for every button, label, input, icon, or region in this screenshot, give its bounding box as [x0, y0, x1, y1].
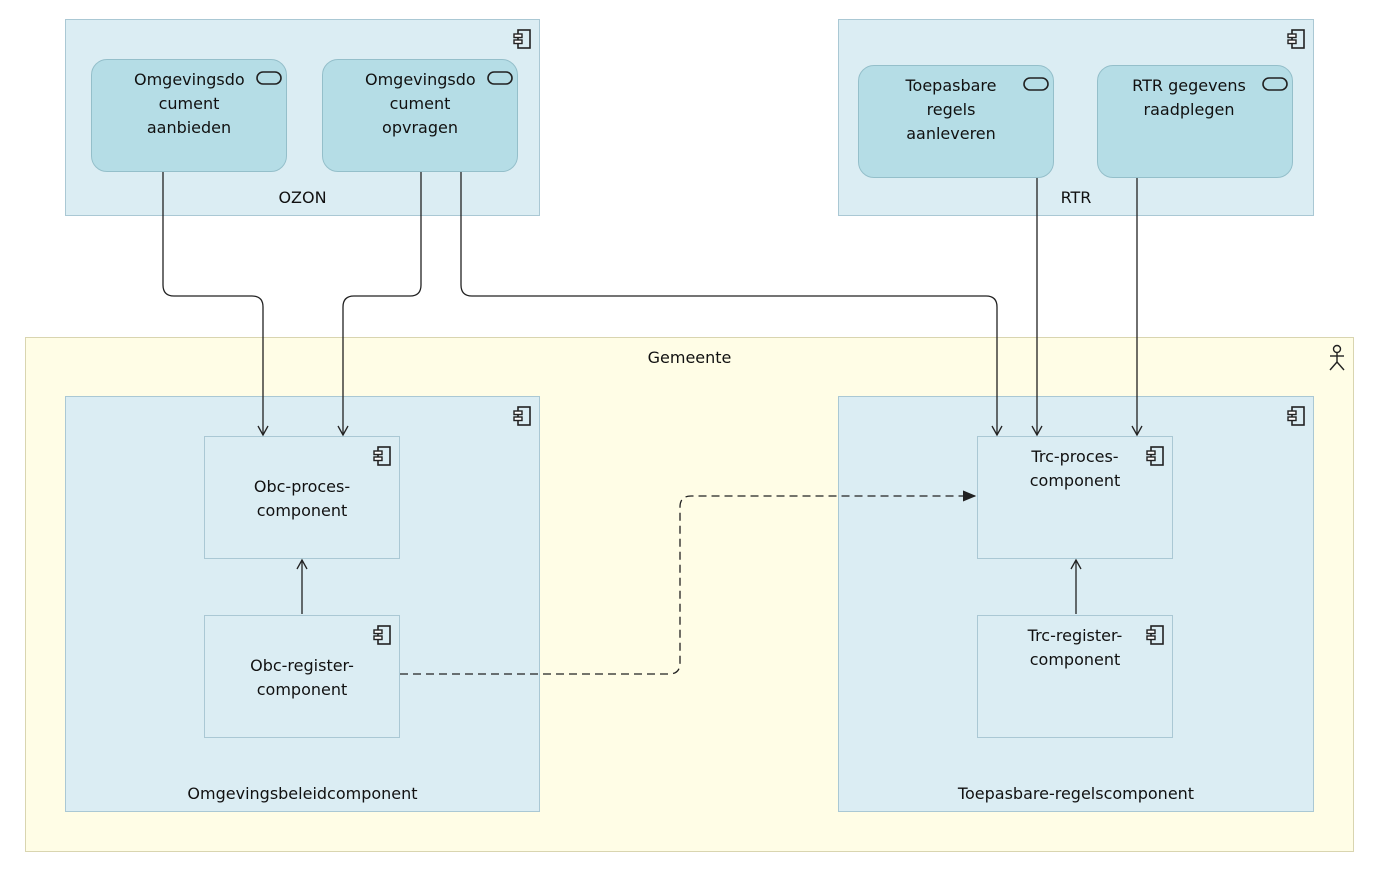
- toepasbare-regels-label: Toepasbare-regelscomponent: [957, 784, 1195, 803]
- trc-register-label: Trc-register- component: [1027, 626, 1123, 669]
- trc-proces-component[interactable]: Trc-proces- component: [977, 436, 1173, 559]
- rtr-label: RTR: [1060, 188, 1092, 207]
- service-rtr-gegevens-raadplegen[interactable]: RTR gegevens raadplegen: [1097, 65, 1293, 178]
- omgevingsbeleid-label: Omgevingsbeleidcomponent: [187, 784, 418, 803]
- obc-proces-label: Obc-proces- component: [253, 477, 351, 520]
- service-label: RTR gegevens raadplegen: [1132, 76, 1246, 119]
- serving-opvragen-to-obc-proces: [337, 172, 422, 437]
- service-label: Toepasbare regels aanleveren: [905, 76, 997, 143]
- obc-proces-component[interactable]: Obc-proces- component: [204, 436, 400, 559]
- obc-register-component[interactable]: Obc-register- component: [204, 615, 400, 738]
- service-omgevingsdocument-aanbieden[interactable]: Omgevingsdo cument aanbieden: [91, 59, 287, 172]
- serving-opvragen-to-trc-proces: [460, 172, 1003, 437]
- service-label: Omgevingsdo cument aanbieden: [134, 70, 245, 137]
- serving-aanbieden-to-obc-proces: [162, 172, 269, 437]
- service-label: Omgevingsdo cument opvragen: [365, 70, 476, 137]
- ozon-label: OZON: [278, 188, 327, 207]
- trc-proces-label: Trc-proces- component: [1029, 447, 1121, 490]
- trc-register-component[interactable]: Trc-register- component: [977, 615, 1173, 738]
- flow-obc-register-to-trc-proces: [400, 496, 975, 675]
- gemeente-label: Gemeente: [647, 348, 732, 367]
- service-omgevingsdocument-opvragen[interactable]: Omgevingsdo cument opvragen: [322, 59, 518, 172]
- obc-register-label: Obc-register- component: [250, 656, 354, 699]
- service-toepasbare-regels-aanleveren[interactable]: Toepasbare regels aanleveren: [858, 65, 1054, 178]
